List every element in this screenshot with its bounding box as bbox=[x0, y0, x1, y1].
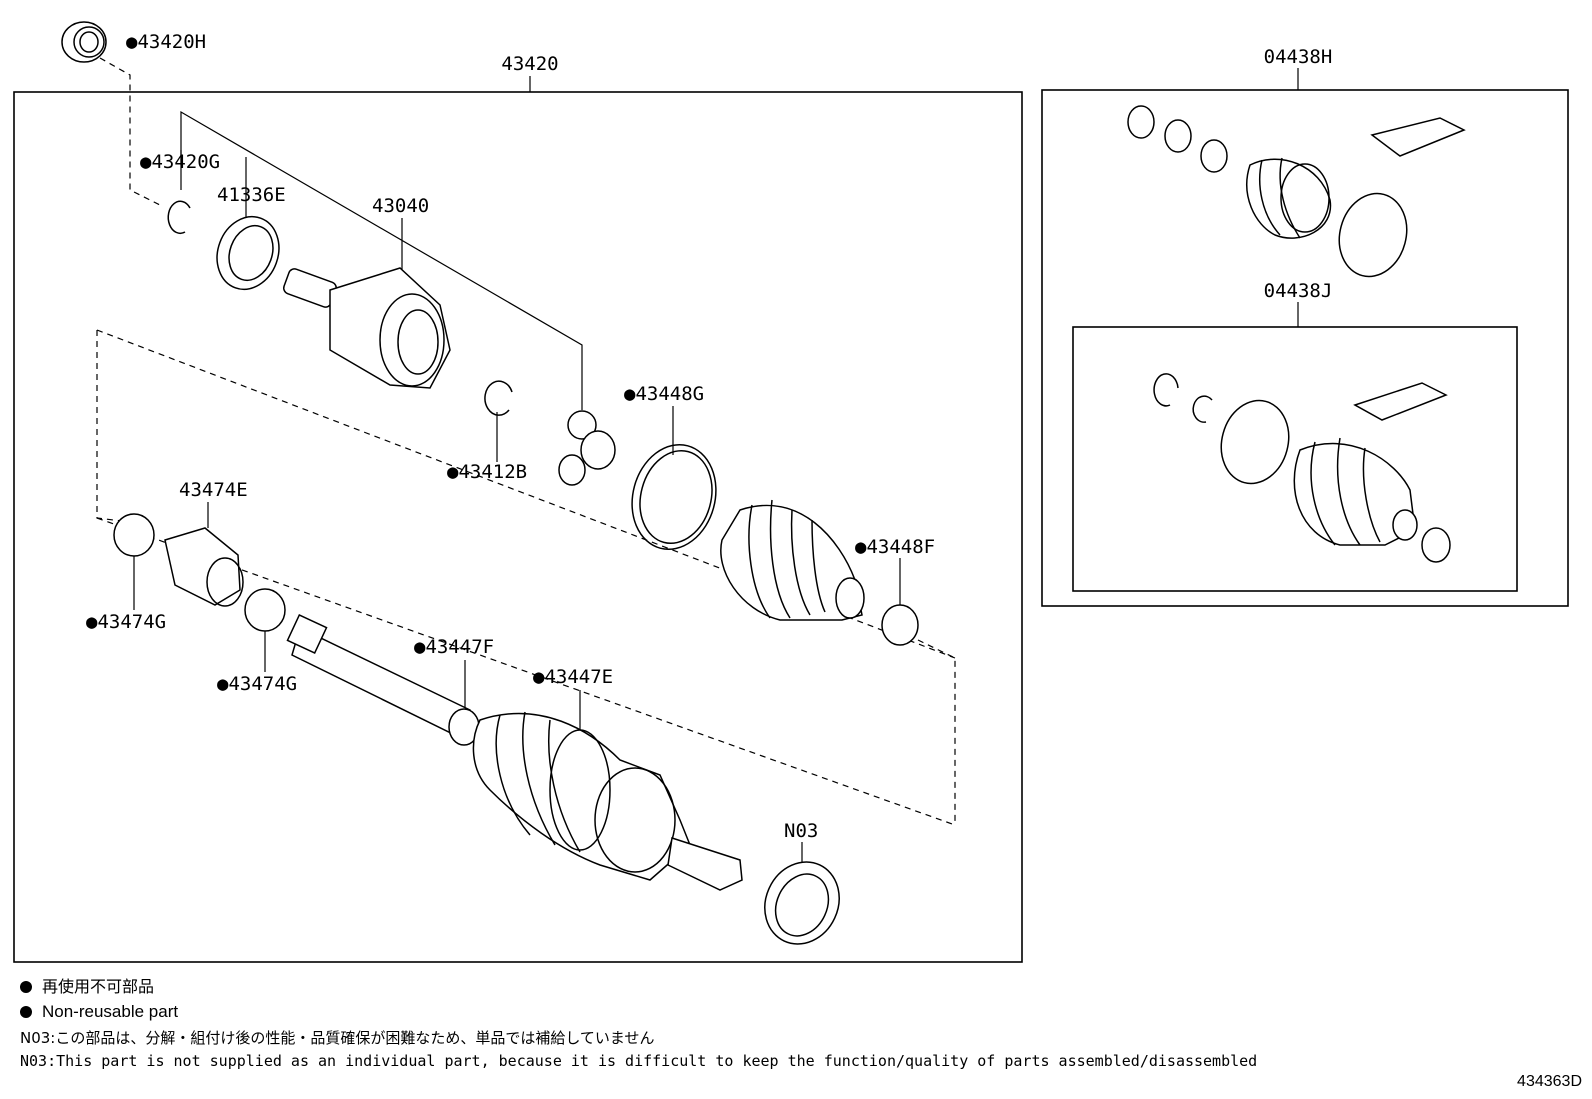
dashed-guide-right bbox=[917, 639, 956, 825]
inboard-boot-shape bbox=[720, 499, 865, 621]
bullet-icon bbox=[20, 981, 32, 993]
label-43420H: ●43420H bbox=[126, 31, 206, 53]
label-41336E: 41336E bbox=[217, 184, 286, 206]
label-04438J: 04438J bbox=[1264, 280, 1333, 302]
dashed-guide-43420H bbox=[99, 57, 161, 206]
damper-43474E-shape bbox=[164, 527, 244, 607]
outboard-joint-shape bbox=[472, 711, 743, 891]
bullet-icon bbox=[20, 1006, 32, 1018]
label-43420G: ●43420G bbox=[140, 151, 220, 173]
dashed-guide-diagonal-bottom bbox=[96, 517, 956, 826]
legend-text-jp: 再使用不可部品 bbox=[42, 977, 155, 996]
label-43474G-b: ●43474G bbox=[217, 673, 297, 695]
leader-43420G bbox=[180, 110, 583, 410]
note-N03-en: N03:This part is not supplied as an indi… bbox=[20, 1052, 1258, 1070]
boot-kit-frame-outer bbox=[1041, 89, 1569, 607]
outer-race-43040-shape bbox=[283, 267, 451, 389]
label-43412B: ●43412B bbox=[447, 461, 527, 483]
ring-41336E-shape bbox=[216, 215, 280, 291]
snap-ring-43420G-shape bbox=[167, 200, 191, 235]
label-43447F: ●43447F bbox=[414, 636, 494, 658]
drive-shaft-shape bbox=[286, 613, 471, 742]
kit-04438J-contents bbox=[1153, 373, 1451, 563]
label-43040: 43040 bbox=[372, 195, 429, 217]
clamp-43448F-shape bbox=[881, 604, 919, 646]
label-43474G-a: ●43474G bbox=[86, 611, 166, 633]
snap-ring-43412B-shape bbox=[484, 380, 513, 416]
clamp-43474G-b-shape bbox=[244, 588, 286, 632]
legend-nonreusable-jp: 再使用不可部品 bbox=[20, 977, 154, 997]
label-43447E: ●43447E bbox=[533, 666, 613, 688]
legend-text-en: Non-reusable part bbox=[42, 1002, 179, 1021]
dashed-guide-lower bbox=[96, 330, 131, 523]
tripod-joint-shape bbox=[558, 410, 616, 486]
note-N03-jp: N03:この部品は、分解・組付け後の性能・品質確保が困難なため、単品では補給して… bbox=[20, 1029, 655, 1047]
kit-04438H-contents bbox=[1127, 105, 1466, 278]
band-43448G-shape bbox=[631, 443, 717, 551]
legend-nonreusable-en: Non-reusable part bbox=[20, 1002, 178, 1022]
figure-code: 434363D bbox=[1517, 1073, 1582, 1090]
seal-43420H-shape bbox=[61, 21, 107, 63]
boot-kit-frame-inner bbox=[1072, 326, 1518, 592]
seal-N03-shape bbox=[764, 861, 840, 945]
band-43448G-inner bbox=[639, 449, 713, 545]
clamp-43474G-a-shape bbox=[113, 513, 155, 557]
label-43448F: ●43448F bbox=[855, 536, 935, 558]
main-assembly-frame bbox=[13, 91, 1023, 963]
label-43448G: ●43448G bbox=[624, 383, 704, 405]
label-43474E: 43474E bbox=[179, 479, 248, 501]
label-43420: 43420 bbox=[501, 53, 558, 75]
label-N03: N03 bbox=[784, 820, 818, 842]
label-04438H: 04438H bbox=[1264, 46, 1333, 68]
